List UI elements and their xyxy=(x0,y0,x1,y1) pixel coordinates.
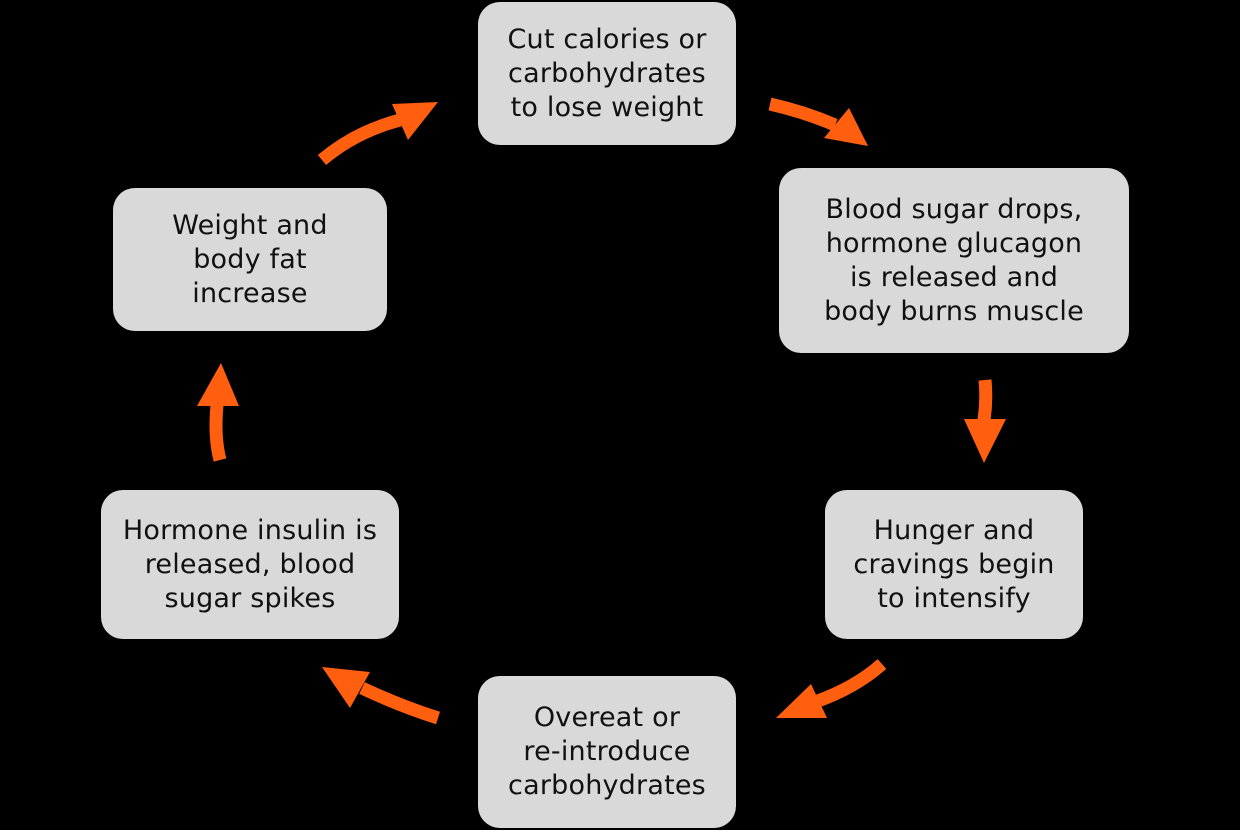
node-cut-calories: Cut calories or carbohydrates to lose we… xyxy=(478,2,736,145)
node-line: increase xyxy=(192,277,308,309)
node-label: Weight and body fat increase xyxy=(172,209,327,311)
node-line: hormone glucagon xyxy=(825,227,1083,259)
node-line: body burns muscle xyxy=(824,295,1084,327)
node-line: sugar spikes xyxy=(164,582,336,614)
node-line: Cut calories or xyxy=(507,23,707,55)
node-blood-sugar: Blood sugar drops, hormone glucagon is r… xyxy=(779,168,1129,353)
node-label: Cut calories or carbohydrates to lose we… xyxy=(507,23,706,125)
node-hunger: Hunger and cravings begin to intensify xyxy=(825,490,1083,639)
node-label: Overeat or re-introduce carbohydrates xyxy=(508,701,706,803)
node-line: carbohydrates xyxy=(508,57,706,89)
arrow-cut-calories-to-blood-sugar xyxy=(768,97,868,146)
node-label: Blood sugar drops, hormone glucagon is r… xyxy=(824,193,1084,329)
arrow-overeat-to-insulin xyxy=(322,667,440,725)
node-line: to lose weight xyxy=(510,91,704,123)
node-label: Hunger and cravings begin to intensify xyxy=(853,514,1054,616)
node-overeat: Overeat or re-introduce carbohydrates xyxy=(478,676,736,828)
arrow-insulin-to-weight xyxy=(197,363,239,462)
node-line: Hormone insulin is xyxy=(122,514,378,546)
node-line: carbohydrates xyxy=(508,770,706,801)
node-line: Blood sugar drops, xyxy=(825,193,1083,225)
node-line: re-introduce xyxy=(523,736,691,767)
node-line: is released and xyxy=(849,261,1059,293)
arrow-weight-to-cut-calories xyxy=(317,102,438,165)
node-line: released, blood xyxy=(144,548,356,580)
node-weight: Weight and body fat increase xyxy=(113,188,387,331)
arrow-blood-sugar-to-hunger xyxy=(964,379,1006,463)
node-line: Weight and xyxy=(172,209,328,241)
node-label: Hormone insulin is released, blood sugar… xyxy=(123,514,377,616)
node-line: to intensify xyxy=(877,582,1031,614)
arrow-hunger-to-overeat xyxy=(776,659,887,718)
node-line: cravings begin xyxy=(853,548,1055,580)
node-line: Overeat or xyxy=(533,702,681,733)
node-line: Hunger and xyxy=(873,514,1035,546)
node-line: body fat xyxy=(193,243,307,275)
node-insulin: Hormone insulin is released, blood sugar… xyxy=(101,490,399,639)
